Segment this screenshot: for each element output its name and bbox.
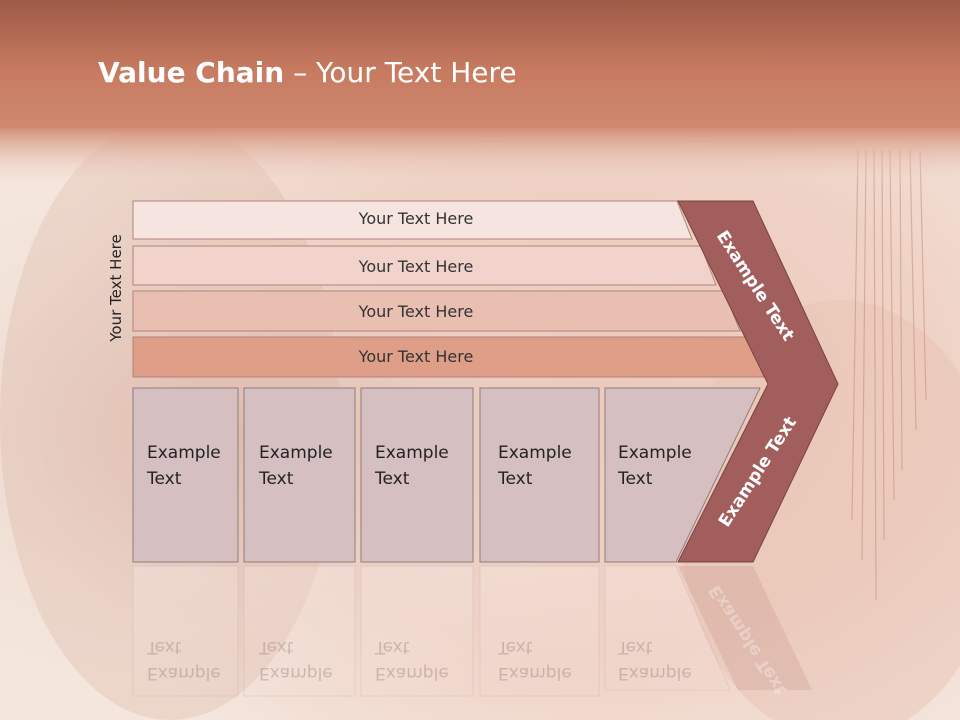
box-reflection-shape-1 (132, 565, 239, 697)
bar-label-3: Your Text Here (358, 302, 474, 321)
bar-4 (132, 336, 765, 378)
bar-3 (132, 290, 741, 332)
box-3 (360, 387, 474, 563)
bar-label-1: Your Text Here (358, 209, 474, 228)
title-bold: Value Chain (98, 56, 285, 89)
box-reflection-shape-3 (360, 565, 474, 697)
box-2 (243, 387, 356, 563)
fringe-decoration (851, 149, 927, 601)
box-reflection-shape-2 (243, 565, 356, 697)
bar-2 (132, 245, 717, 286)
box-1 (132, 387, 239, 563)
bar-1 (132, 200, 693, 240)
chevron-reflection (678, 566, 812, 690)
page-title: Value Chain – Your Text Here (98, 56, 517, 89)
box-5 (604, 387, 761, 563)
box-reflection-shape-5 (604, 565, 731, 691)
box-4 (479, 387, 600, 563)
chevron-arrow (677, 200, 839, 563)
bar-label-2: Your Text Here (358, 257, 474, 276)
box-reflection-shape-4 (479, 565, 600, 697)
title-rest: – Your Text Here (284, 56, 517, 89)
bar-label-4: Your Text Here (358, 347, 474, 366)
